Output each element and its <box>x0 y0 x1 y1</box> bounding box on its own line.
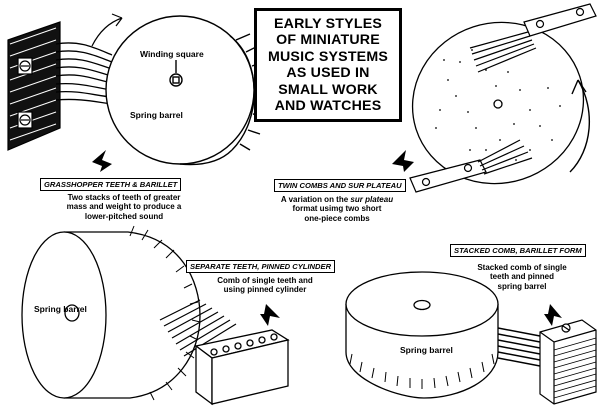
caption-title-grasshopper: GRASSHOPPER TEETH & BARILLET <box>40 178 182 191</box>
caption-line: A variation on the sur plateau <box>262 195 412 204</box>
caption-line: teeth and pinned <box>490 272 554 282</box>
pinned-cylinder <box>21 225 201 401</box>
caption-line: Comb of single teeth and <box>217 276 313 285</box>
twin-comb-lower <box>409 139 533 193</box>
caption-line: one-piece combs <box>304 213 370 223</box>
caption-line: lower-pitched sound <box>84 211 164 221</box>
caption-line: format usimg two short <box>292 204 382 214</box>
grasshopper-comb-stack <box>7 21 61 151</box>
pointer-arrow-twin-combs <box>392 150 414 172</box>
sur-plateau-disc <box>411 21 585 185</box>
caption-line: Stacked comb of single <box>477 263 567 272</box>
caption-text: A variation on the <box>280 195 351 204</box>
title-line-6: AND WATCHES <box>274 98 382 114</box>
caption-title-stacked-comb: STACKED COMB, BARILLET FORM <box>450 244 586 257</box>
rotation-arrow-top-left <box>91 13 123 47</box>
caption-body-stacked-comb: Stacked comb of single teeth and pinned … <box>466 263 578 291</box>
caption-title-twin-combs: TWIN COMBS AND SUR PLATEAU <box>274 179 406 192</box>
grasshopper-spring-barrel <box>105 15 268 166</box>
caption-line: Two stacks of teeth of greater <box>67 193 181 202</box>
rotation-arrow-top-right <box>569 79 590 173</box>
caption-body-separate-teeth: Comb of single teeth and using pinned cy… <box>200 276 330 295</box>
stacked-spring-barrel <box>345 271 499 399</box>
pointer-arrow-separate-teeth <box>260 304 280 326</box>
title-line-3: MUSIC SYSTEMS <box>267 48 389 65</box>
caption-body-grasshopper: Two stacks of teeth of greater mass and … <box>44 193 204 221</box>
title-line-1: EARLY STYLES <box>273 15 383 32</box>
caption-italic-text: sur plateau <box>350 195 394 204</box>
pointer-arrow-stacked-comb <box>544 304 562 326</box>
caption-title-separate-teeth: SEPARATE TEETH, PINNED CYLINDER <box>186 260 336 273</box>
twin-comb-upper <box>469 3 597 73</box>
caption-body-twin-combs: A variation on the sur plateau format us… <box>262 195 412 223</box>
grasshopper-teeth <box>55 42 113 105</box>
label-spring-barrel-bottom-right: Spring barrel <box>400 345 453 355</box>
title-line-4: AS USED IN <box>286 65 370 81</box>
sur-plateau-pins <box>435 49 561 161</box>
separate-teeth <box>159 299 237 357</box>
caption-line: mass and weight to produce a <box>66 202 182 212</box>
caption-line: using pinned cylinder <box>223 285 307 295</box>
label-winding-square: Winding square <box>140 49 204 59</box>
title-line-5: SMALL WORK <box>278 81 378 98</box>
caption-line: spring barrel <box>497 281 547 291</box>
title-line-2: OF MINIATURE <box>276 32 380 48</box>
stacked-comb <box>497 319 597 405</box>
title-box: EARLY STYLES OF MINIATURE MUSIC SYSTEMS … <box>254 8 402 122</box>
label-spring-barrel-top: Spring barrel <box>130 110 183 120</box>
pointer-arrow-grasshopper <box>92 150 112 172</box>
teeth-base-block <box>194 329 290 406</box>
label-spring-barrel-bottom-left: Spring barrel <box>34 304 87 314</box>
